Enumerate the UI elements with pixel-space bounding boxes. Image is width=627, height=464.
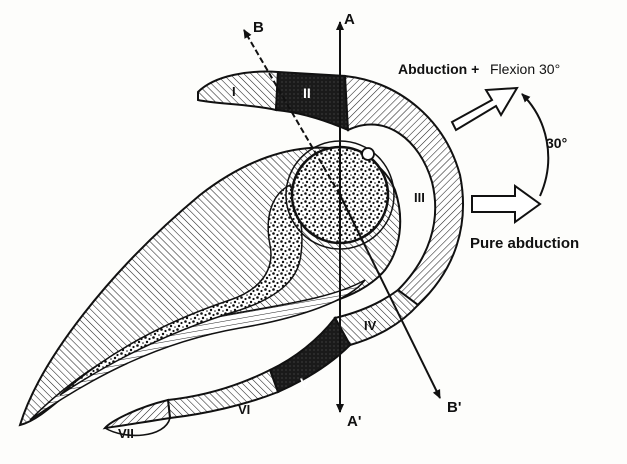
deltoid-segment-V: [270, 318, 350, 392]
segment-label-IV: IV: [364, 318, 377, 333]
label-A-prime: A': [347, 413, 361, 430]
caption-angle: 30°: [546, 135, 567, 151]
caption-pure-abduction: Pure abduction: [470, 235, 579, 252]
segment-label-V: V: [300, 375, 310, 391]
abduction-flexion-hollow-arrow: [452, 88, 517, 130]
segment-label-I: I: [232, 84, 236, 99]
label-B-prime: B': [447, 399, 461, 416]
caption-abduction-flexion-rest: Flexion 30°: [490, 61, 560, 77]
segment-label-VI: VI: [238, 402, 250, 417]
deltoid-segment-I: [198, 72, 278, 110]
deltoid-segment-IV: [335, 290, 418, 345]
angle-arc-arrow: [522, 94, 548, 196]
caption-abduction-flexion-bold: Abduction +: [398, 61, 479, 77]
label-B: B: [253, 19, 264, 36]
label-A: A: [344, 11, 355, 28]
pure-abduction-hollow-arrow: [472, 186, 540, 222]
deltoid-segment-II: [276, 72, 348, 130]
segment-label-III: III: [414, 190, 425, 205]
segment-label-II: II: [303, 85, 311, 101]
segment-label-VII: VII: [118, 426, 134, 441]
deltoid-segment-VI: [168, 370, 278, 418]
small-bursa-circle: [362, 148, 374, 160]
deltoid-segment-VII: [105, 400, 170, 428]
